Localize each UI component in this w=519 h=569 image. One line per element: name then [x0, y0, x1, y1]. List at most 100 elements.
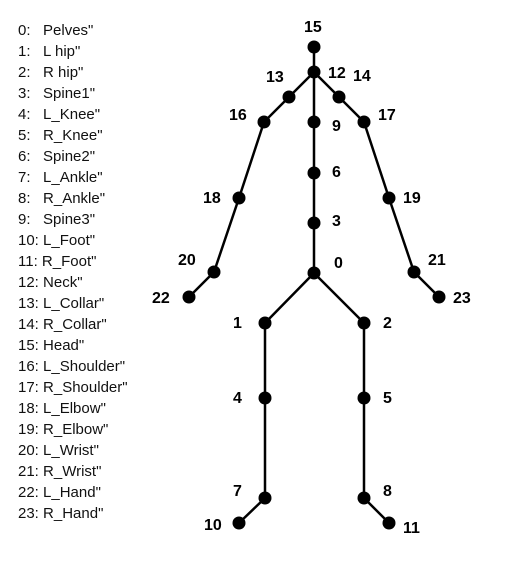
joint-label-11: 11 [403, 520, 420, 537]
legend-index: 10: [18, 232, 39, 249]
legend-index: 23: [18, 505, 39, 522]
joint-label-10: 10 [204, 517, 222, 534]
legend-index: 19: [18, 421, 39, 438]
joint-18 [232, 191, 246, 205]
legend-item: 18: L_Elbow" [18, 398, 128, 419]
joint-label-20: 20 [178, 252, 196, 269]
legend-item: 7: L_Ankle" [18, 167, 128, 188]
joint-22 [182, 290, 196, 304]
legend-item: 4: L_Knee" [18, 104, 128, 125]
joint-21 [407, 265, 421, 279]
joint-label-5: 5 [383, 390, 392, 407]
legend-joint-name: R_Collar" [43, 316, 107, 333]
legend-item: 16: L_Shoulder" [18, 356, 128, 377]
legend-item: 6: Spine2" [18, 146, 128, 167]
legend-joint-name: R_Elbow" [43, 421, 109, 438]
joint-16 [257, 115, 271, 129]
joint-label-18: 18 [203, 190, 221, 207]
legend-index: 3: [18, 85, 31, 102]
joint-label-21: 21 [428, 252, 446, 269]
legend-item: 13: L_Collar" [18, 293, 128, 314]
joint-label-22: 22 [152, 290, 170, 307]
legend-joint-name: L_Wrist" [43, 442, 99, 459]
legend-index: 16: [18, 358, 39, 375]
legend-joint-name: L hip" [43, 43, 81, 60]
legend-item: 10: L_Foot" [18, 230, 128, 251]
joint-12 [307, 65, 321, 79]
joint-10 [232, 516, 246, 530]
legend-item: 20: L_Wrist" [18, 440, 128, 461]
legend-item: 21: R_Wrist" [18, 461, 128, 482]
legend-item: 12: Neck" [18, 272, 128, 293]
legend-index: 7: [18, 169, 31, 186]
bone-17-19 [362, 120, 391, 200]
legend-item: 5: R_Knee" [18, 125, 128, 146]
legend-index: 5: [18, 127, 31, 144]
legend-joint-name: L_Ankle" [43, 169, 103, 186]
joint-label-7: 7 [233, 483, 242, 500]
legend-joint-name: R hip" [43, 64, 84, 81]
joint-label-14: 14 [353, 68, 371, 85]
legend-index: 17: [18, 379, 39, 396]
legend-joint-name: L_Knee" [43, 106, 101, 123]
joint-6 [307, 166, 321, 180]
legend-index: 21: [18, 463, 39, 480]
legend-index: 8: [18, 190, 31, 207]
legend-item: 19: R_Elbow" [18, 419, 128, 440]
legend-item: 1: L hip" [18, 41, 128, 62]
bone-0-2 [312, 271, 366, 325]
joint-2 [357, 316, 371, 330]
legend-index: 14: [18, 316, 39, 333]
legend-joint-name: R_Foot" [41, 253, 97, 270]
joint-legend: 0: Pelves"1: L hip"2: R hip"3: Spine1"4:… [18, 20, 128, 524]
legend-joint-name: R_Wrist" [43, 463, 102, 480]
legend-joint-name: R_Ankle" [43, 190, 106, 207]
legend-joint-name: Spine3" [43, 211, 96, 228]
legend-index: 1: [18, 43, 31, 60]
legend-item: 2: R hip" [18, 62, 128, 83]
joints-layer [182, 40, 446, 530]
legend-item: 14: R_Collar" [18, 314, 128, 335]
joint-20 [207, 265, 221, 279]
joint-label-15: 15 [304, 19, 322, 36]
legend-index: 13: [18, 295, 39, 312]
joint-label-9: 9 [332, 118, 341, 135]
joint-8 [357, 491, 371, 505]
legend-item: 17: R_Shoulder" [18, 377, 128, 398]
legend-index: 4: [18, 106, 31, 123]
joint-label-8: 8 [383, 483, 392, 500]
legend-joint-name: Spine2" [43, 148, 96, 165]
joint-0 [307, 266, 321, 280]
legend-index: 2: [18, 64, 31, 81]
joint-14 [332, 90, 346, 104]
joint-4 [258, 391, 272, 405]
joint-label-2: 2 [383, 315, 392, 332]
joint-19 [382, 191, 396, 205]
legend-index: 11: [18, 253, 38, 270]
joint-9 [307, 115, 321, 129]
joint-label-4: 4 [233, 390, 242, 407]
joint-5 [357, 391, 371, 405]
legend-index: 18: [18, 400, 39, 417]
legend-index: 15: [18, 337, 39, 354]
bone-18-20 [212, 196, 241, 274]
legend-index: 22: [18, 484, 39, 501]
joint-17 [357, 115, 371, 129]
joint-11 [382, 516, 396, 530]
legend-item: 15: Head" [18, 335, 128, 356]
legend-joint-name: Head" [43, 337, 85, 354]
legend-item: 11: R_Foot" [18, 251, 128, 272]
joint-13 [282, 90, 296, 104]
legend-joint-name: Neck" [43, 274, 83, 291]
legend-joint-name: Spine1" [43, 85, 96, 102]
joint-label-17: 17 [378, 107, 396, 124]
joint-label-19: 19 [403, 190, 421, 207]
joint-15 [307, 40, 321, 54]
legend-joint-name: R_Hand" [43, 505, 104, 522]
legend-item: 23: R_Hand" [18, 503, 128, 524]
legend-joint-name: L_Collar" [43, 295, 105, 312]
legend-index: 0: [18, 22, 31, 39]
joint-label-16: 16 [229, 107, 247, 124]
